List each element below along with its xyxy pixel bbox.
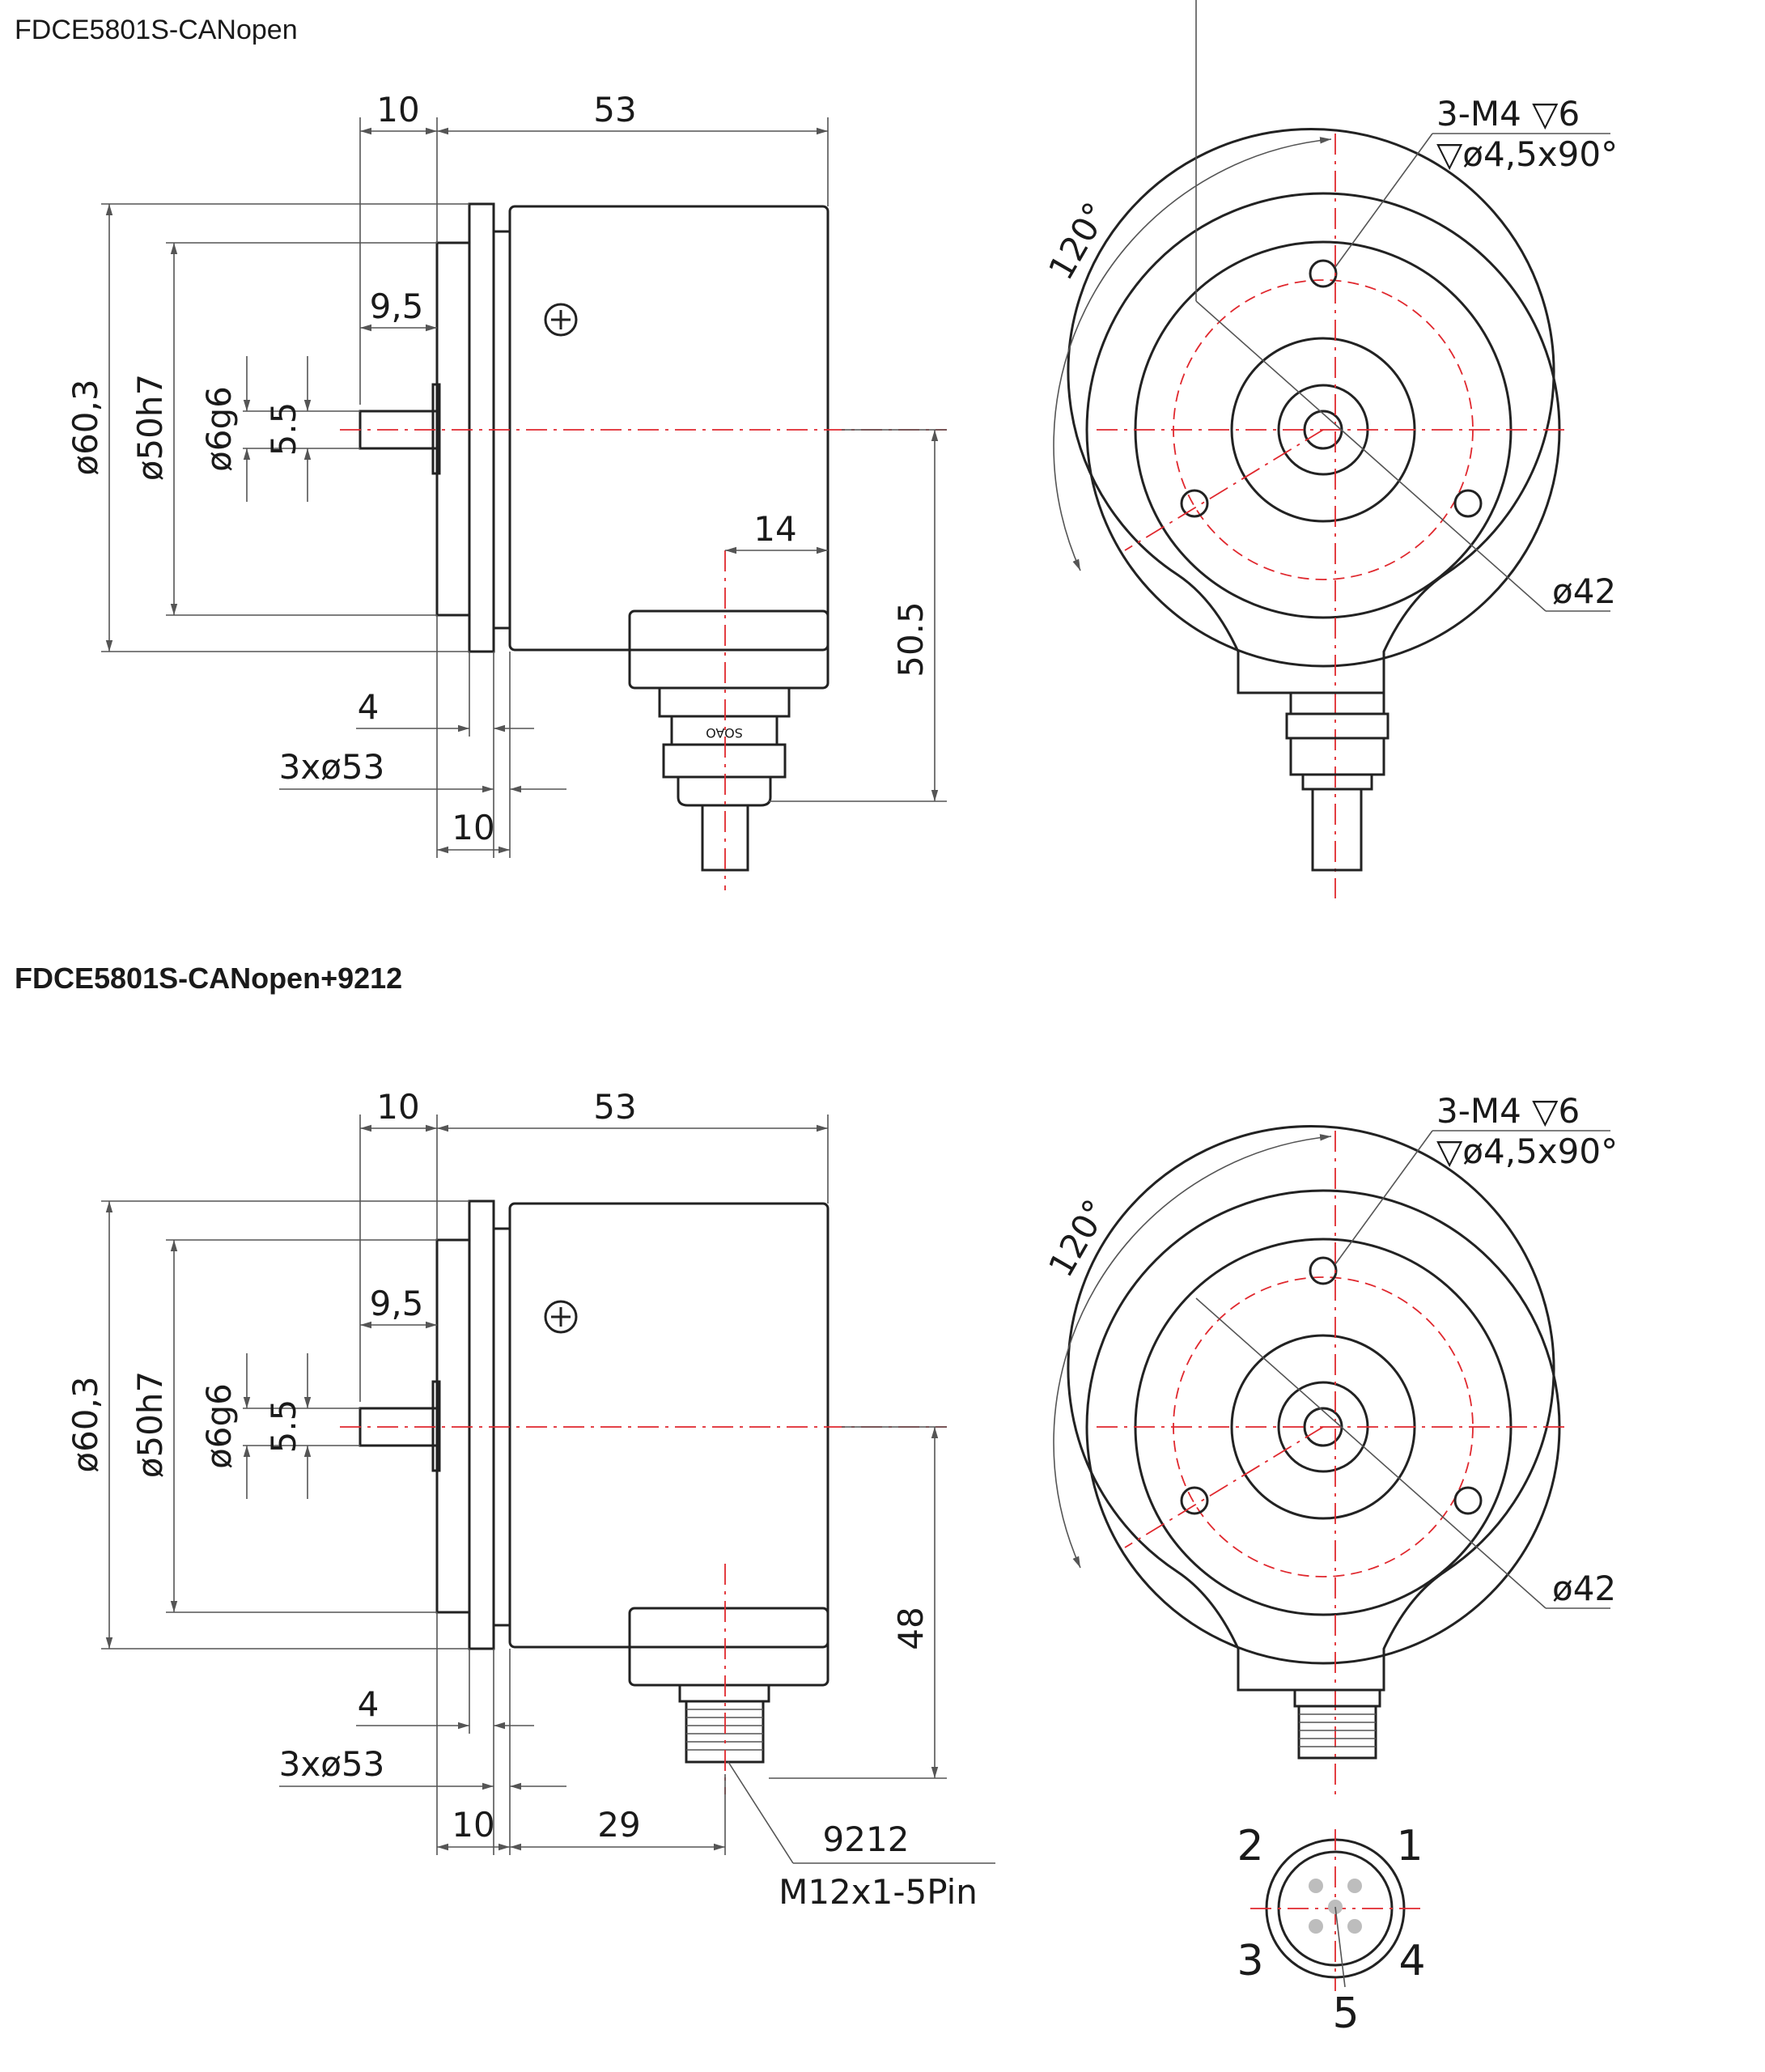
dim-connector-offset: 14 [753, 509, 796, 549]
gland-text: SOAO [706, 725, 743, 741]
countersink-label-2: ▽ø4,5x90° [1436, 1132, 1618, 1171]
angle-label: 120° [1041, 196, 1116, 287]
mount-hole-right-2 [1453, 1486, 1483, 1515]
angle-arc [1053, 137, 1332, 571]
pcd-label-2: ø42 [1552, 1569, 1616, 1608]
dim-holes-2: 3xø53 [279, 1744, 385, 1784]
cable [701, 804, 749, 872]
front-cable [1311, 788, 1363, 872]
dim-diameter-60-2: ø60,3 [66, 1376, 105, 1472]
dim-diameter-60: ø60,3 [66, 379, 105, 475]
pin-3 [1309, 1919, 1323, 1934]
screw-icon [544, 303, 578, 337]
shaft-collar [431, 383, 441, 475]
front-connector-cap [1289, 737, 1385, 776]
mount-hole-top [1309, 259, 1338, 288]
flange-plate [468, 202, 495, 653]
dim-shaft-diameter: ø6g6 [199, 386, 239, 472]
front-m12-thread [1297, 1705, 1377, 1760]
dim-connector-height: 50.5 [891, 601, 931, 677]
pin-1 [1347, 1879, 1362, 1893]
front-connector-nut [1289, 691, 1385, 715]
bottom-side-view: 10 53 9,5 ø60,3 ø50h7 ø6g6 5.5 48 4 [66, 1087, 995, 1912]
pinout-diagram: 1 2 3 4 5 [1237, 1822, 1425, 2038]
dim-step-4-2: 4 [358, 1684, 380, 1724]
dim-diameter-50-2: ø50h7 [130, 1371, 170, 1478]
dim-flange-width: 10 [376, 90, 419, 130]
top-side-view: SOAO 10 53 9,5 ø60,3 ø50h7 ø6g6 [66, 90, 947, 890]
pin-label-1: 1 [1396, 1822, 1423, 1870]
front-connector-gland [1285, 712, 1390, 740]
mount-hole-left [1180, 489, 1209, 518]
title-bottom: FDCE5801S-CANopen+9212 [15, 962, 403, 995]
angle-label-2: 120° [1041, 1193, 1116, 1284]
dim-diameter-50: ø50h7 [130, 374, 170, 481]
dim-connector-offset-2: 29 [597, 1805, 640, 1845]
pin-2 [1309, 1879, 1323, 1893]
dim-shaft-diameter-2: ø6g6 [199, 1383, 239, 1469]
pin-label-5: 5 [1332, 1989, 1359, 2038]
dim-shaft-length: 9,5 [370, 287, 424, 326]
dim-holes: 3xø53 [279, 747, 385, 787]
thread-label: 3-M4 ▽6 [1436, 94, 1580, 134]
screw-icon-2 [544, 1300, 578, 1334]
pin-label-4: 4 [1398, 1937, 1425, 1985]
encoder-body [508, 205, 829, 652]
flange-front [435, 241, 471, 617]
dim-shaft-flat: 5.5 [264, 402, 303, 456]
dim-body-length-2: 53 [593, 1087, 636, 1127]
dim-step-4: 4 [358, 687, 380, 727]
dim-flange-width-2: 10 [376, 1087, 419, 1127]
dim-connector-height-2: 48 [891, 1607, 931, 1650]
mount-hole-right [1453, 489, 1483, 518]
pin-label-2: 2 [1237, 1822, 1263, 1870]
gland-cap [662, 743, 787, 779]
dim-shaft-length-2: 9,5 [370, 1284, 424, 1323]
m12-base [678, 1684, 770, 1703]
connector-spec: M12x1-5Pin [779, 1872, 978, 1912]
screw-cross [551, 310, 571, 329]
connector-label: 9212 [823, 1819, 910, 1859]
front-housing-outline [1067, 128, 1555, 694]
top-front-view: 120° 3-M4 ▽6 ▽ø4,5x90° ø42 [1041, 0, 1618, 898]
countersink-label: ▽ø4,5x90° [1436, 134, 1618, 174]
pcd-label: ø42 [1552, 571, 1616, 611]
thread-label-2: 3-M4 ▽6 [1436, 1091, 1580, 1131]
title-top: FDCE5801S-CANopen [15, 15, 298, 45]
pin-label-3: 3 [1237, 1937, 1263, 1985]
dim-flange-10-2: 10 [452, 1805, 494, 1845]
dim-flange-10: 10 [452, 808, 494, 847]
dim-body-length: 53 [593, 90, 636, 130]
mount-hole-top-2 [1309, 1256, 1338, 1285]
gland-nut [658, 686, 791, 718]
front-diag-centerline [1124, 429, 1324, 551]
gland-tip [677, 777, 772, 807]
encoder-body-2 [508, 1202, 829, 1649]
bottom-front-view: 120° 3-M4 ▽6 ▽ø4,5x90° ø42 [1041, 1091, 1618, 1798]
dim-shaft-flat-2: 5.5 [264, 1399, 303, 1454]
mount-hole-left-2 [1180, 1486, 1209, 1515]
pin-4 [1347, 1919, 1362, 1934]
